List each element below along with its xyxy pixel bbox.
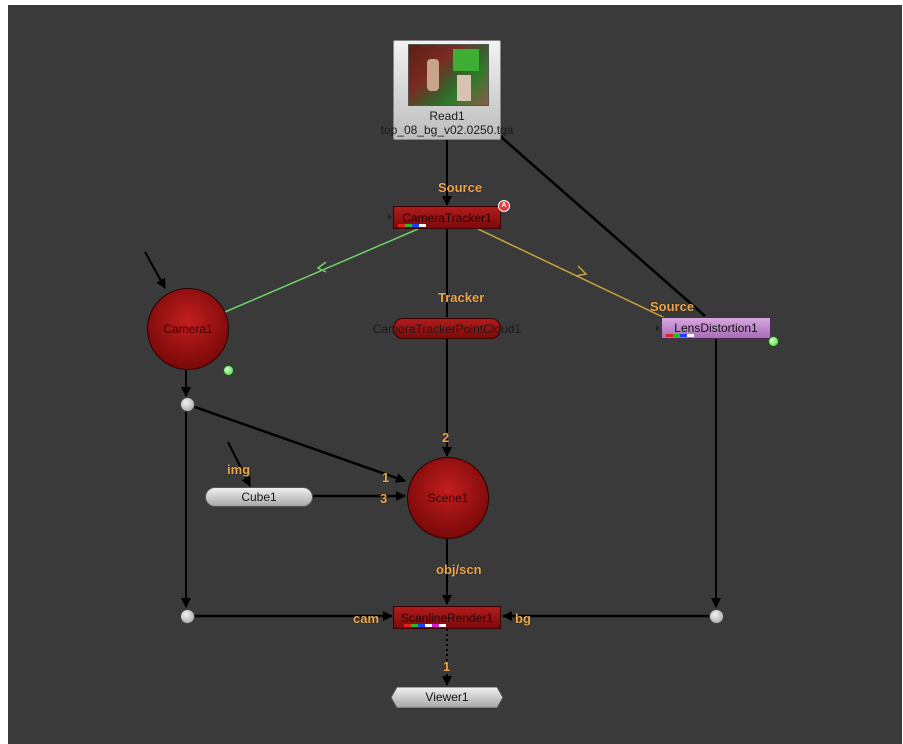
scene-node[interactable]: Scene1 [407, 457, 489, 539]
camera-tracker-node[interactable]: CameraTracker1 A [388, 200, 510, 229]
dot-node-camera[interactable] [180, 397, 195, 412]
input-arrow-icon [388, 214, 392, 220]
lens-status-dot [768, 336, 779, 347]
render-input-bg: bg [515, 611, 531, 626]
camera-label: Camera1 [163, 322, 213, 336]
channel-swatch [398, 224, 426, 227]
point-cloud-label: CameraTrackerPointCloud1 [372, 322, 522, 336]
scanline-render-label: ScanlineRender1 [400, 611, 494, 625]
input-label-source: Source [438, 180, 483, 195]
viewer-node[interactable]: Viewer1 [391, 687, 503, 708]
viewer-shape [391, 687, 503, 708]
channel-swatch [666, 334, 694, 337]
read-node-filename: top_08_bg_v02.0250.tga [380, 123, 514, 137]
dot-node-cam-bottom[interactable] [180, 609, 195, 624]
read-node-title: Read1 [429, 109, 465, 123]
read-thumbnail [408, 44, 489, 106]
camera-status-dot [223, 365, 234, 376]
camera-node[interactable]: Camera1 [147, 288, 229, 370]
camera-tracker-label: CameraTracker1 [402, 211, 492, 225]
scene-label: Scene1 [427, 491, 469, 505]
cube-label: Cube1 [241, 490, 277, 504]
scene-input-2: 2 [442, 430, 450, 445]
scene-input-3: 3 [380, 491, 388, 506]
render-input-cam: cam [353, 611, 380, 626]
scanline-render-node[interactable]: ScanlineRender1 [393, 606, 501, 629]
dot-node-bg[interactable] [709, 609, 724, 624]
input-arrow-icon [656, 325, 660, 331]
cube-input-img: img [227, 462, 251, 477]
scene-input-1: 1 [382, 470, 390, 485]
cube-node[interactable]: Cube1 [205, 487, 313, 507]
lens-distortion-node[interactable]: LensDistortion1 [656, 317, 771, 339]
input-label-tracker: Tracker [438, 290, 485, 305]
point-cloud-node[interactable]: CameraTrackerPointCloud1 [373, 318, 521, 339]
read-node[interactable]: Read1 top_08_bg_v02.0250.tga [381, 40, 513, 140]
alert-badge-icon: A [498, 200, 510, 212]
channel-swatch [404, 624, 446, 627]
lens-distortion-label: LensDistortion1 [674, 321, 758, 335]
viewer-input-1: 1 [443, 659, 451, 674]
input-label-lens-source: Source [650, 299, 695, 314]
render-input-obj-scn: obj/scn [436, 562, 482, 577]
viewer-label: Viewer1 [425, 690, 469, 704]
